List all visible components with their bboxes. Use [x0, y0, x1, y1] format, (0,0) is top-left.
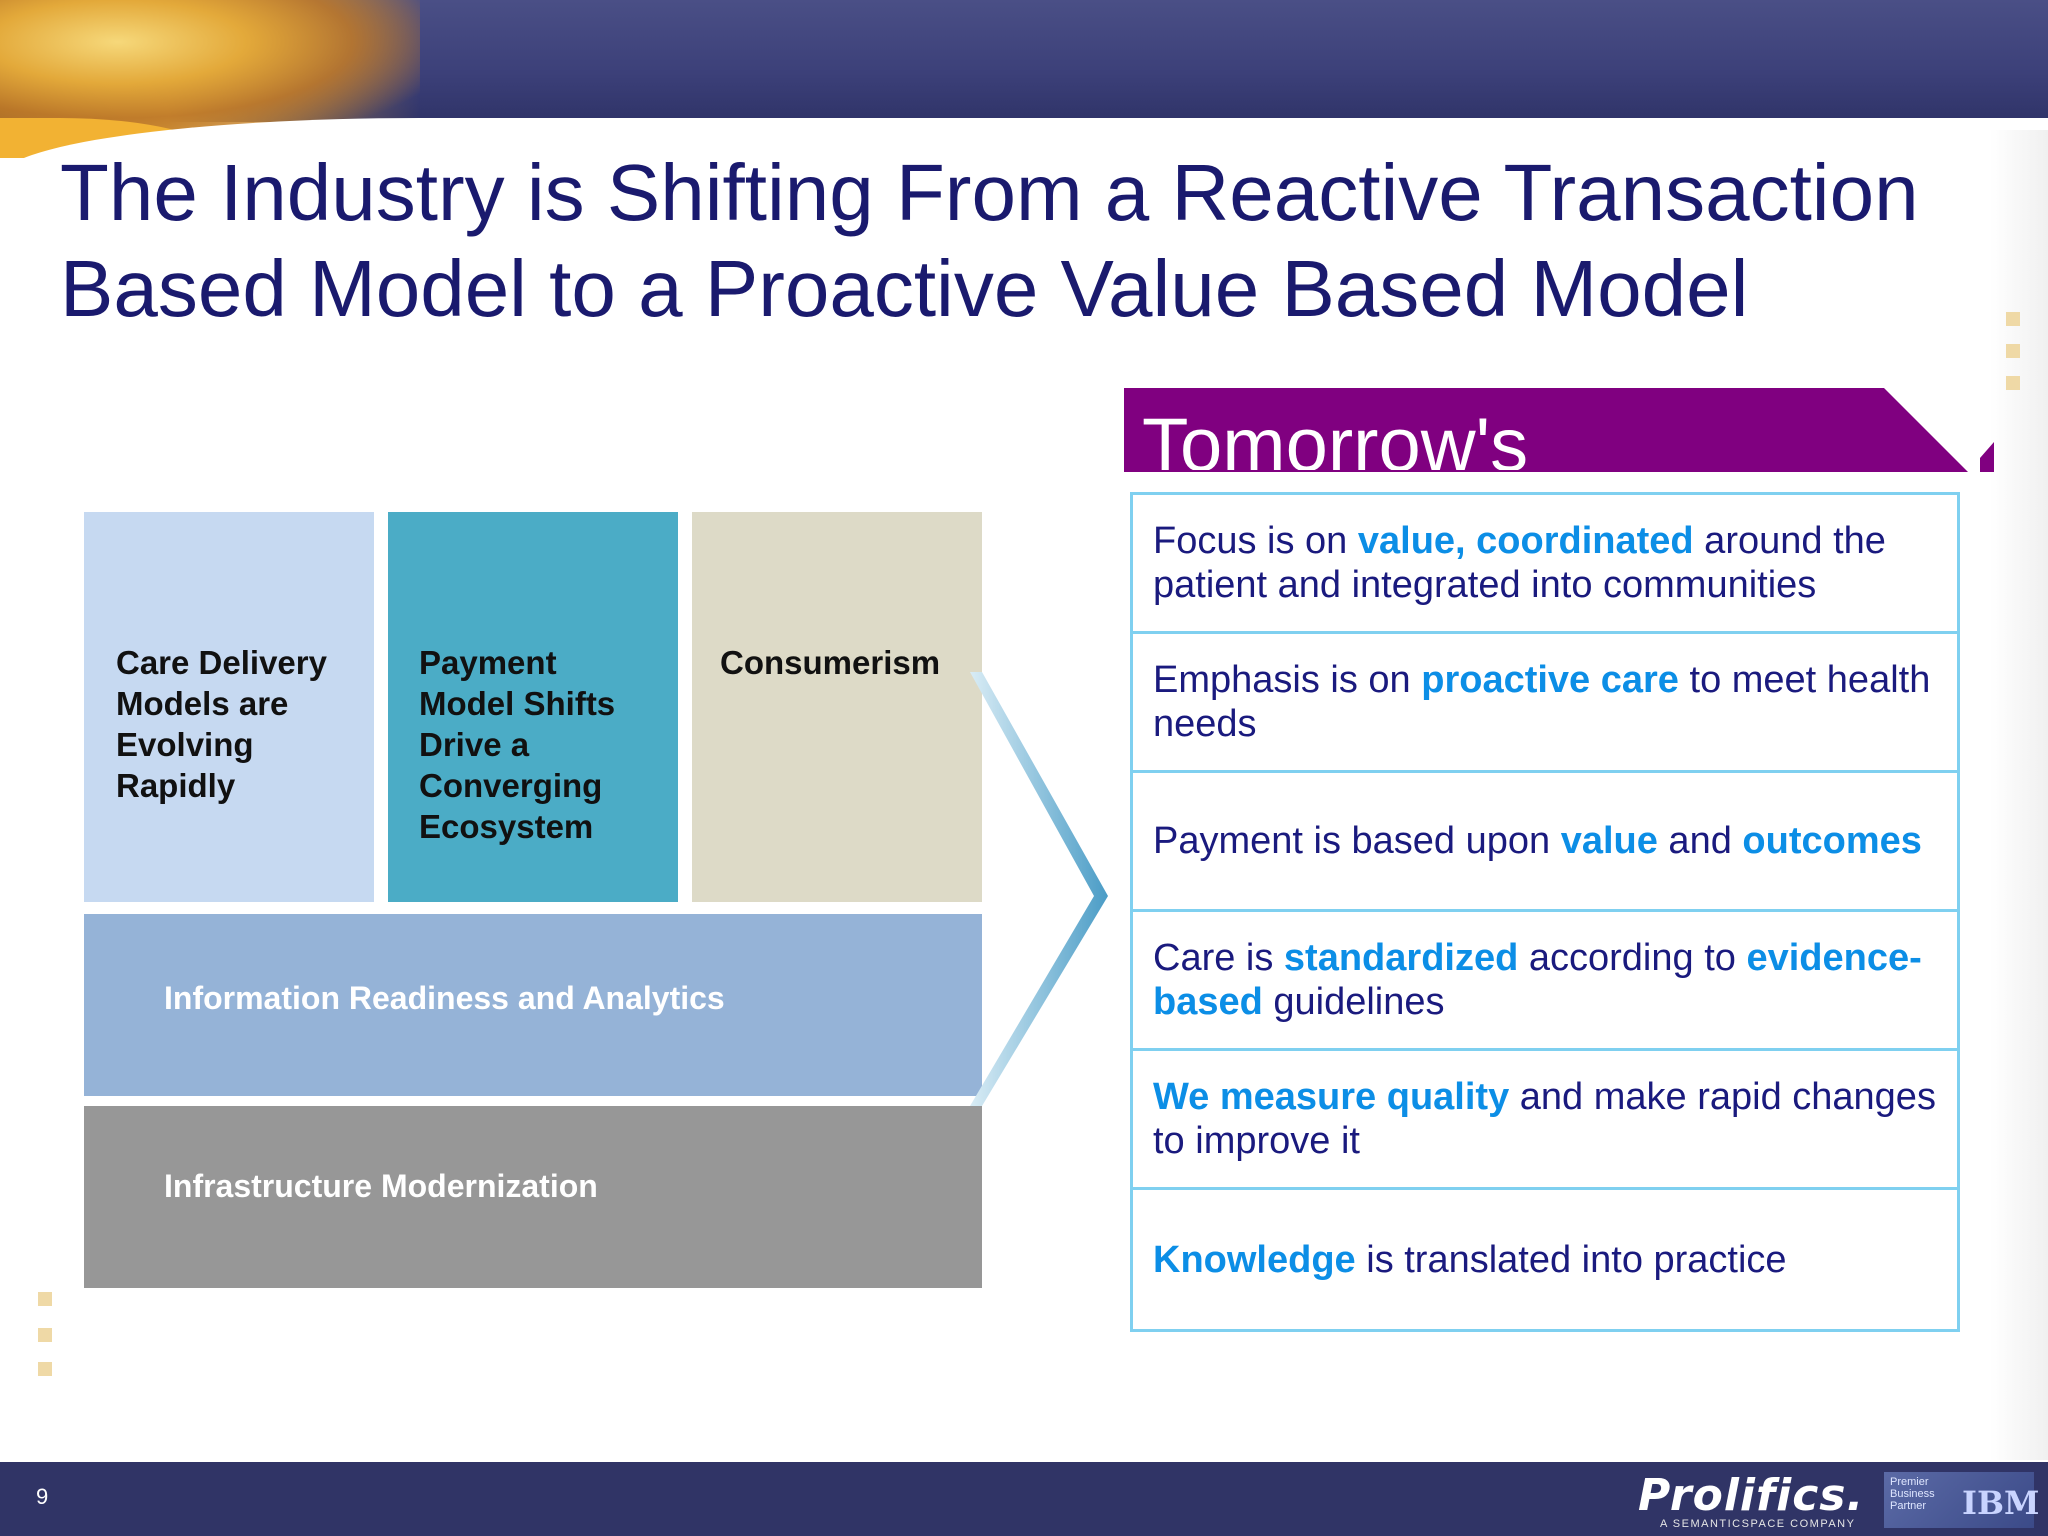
information-readiness-label: Information Readiness and Analytics	[164, 980, 725, 1016]
slide-title: The Industry is Shifting From a Reactive…	[60, 145, 1960, 337]
decorative-square	[38, 1292, 52, 1306]
row-text-segment: guidelines	[1262, 981, 1445, 1023]
consumerism-box: Consumerism	[692, 512, 982, 902]
row-text-segment: to meet health needs	[1153, 659, 1931, 745]
highlight-text: value	[1560, 820, 1658, 862]
prolifics-tagline: A SEMANTICSPACE COMPANY	[1660, 1518, 1856, 1530]
tomorrow-list: Focus is on value, coordinated around th…	[1130, 492, 1960, 1332]
tomorrow-row: We measure quality and make rapid change…	[1133, 1051, 1957, 1190]
highlight-text: We measure quality	[1153, 1076, 1510, 1118]
highlight-text: proactive care	[1421, 659, 1679, 701]
arrow-chevron-icon	[970, 672, 1108, 1106]
row-text-segment: and make rapid changes to improve it	[1153, 1076, 1936, 1162]
information-readiness-layer: Information Readiness and Analytics	[84, 914, 982, 1096]
tomorrow-heading: Tomorrow's	[1142, 403, 1529, 470]
row-text-segment: Emphasis is on	[1153, 659, 1422, 701]
title-line-1: The Industry is Shifting From a Reactive…	[60, 148, 1919, 237]
decorative-square	[2006, 312, 2020, 326]
row-text-segment: and	[1657, 820, 1743, 862]
tomorrow-row: Care is standardized according to eviden…	[1133, 912, 1957, 1051]
page-number: 9	[36, 1484, 49, 1509]
row-text-segment: around the patient and integrated into c…	[1153, 520, 1886, 606]
row-text-segment: Payment is based upon	[1153, 820, 1561, 862]
header-photo	[0, 0, 420, 158]
care-delivery-label: Care Delivery Models are Evolving Rapidl…	[116, 644, 327, 804]
payment-model-box: Payment Model Shifts Drive a Converging …	[388, 512, 678, 902]
ibm-partner-badge: Premier Business Partner IBM	[1884, 1472, 2039, 1528]
decorative-square	[38, 1362, 52, 1376]
highlight-text: evidence-based	[1153, 937, 1922, 1023]
prolifics-logo: Prolifics.	[1638, 1470, 1865, 1521]
tomorrow-row: Knowledge is translated into practice	[1133, 1190, 1957, 1329]
decorative-square	[2006, 376, 2020, 390]
tomorrow-banner	[1124, 388, 1994, 472]
row-text-segment: according to	[1518, 937, 1747, 979]
row-text-segment: Care is	[1153, 937, 1284, 979]
footer-band: 9 Prolifics. A SEMANTICSPACE COMPANY Pre…	[0, 1462, 2048, 1536]
care-delivery-box: Care Delivery Models are Evolving Rapidl…	[84, 512, 374, 902]
consumerism-label: Consumerism	[720, 644, 941, 681]
row-text-segment: Focus is on	[1153, 520, 1358, 562]
highlight-text: outcomes	[1742, 820, 1922, 862]
partner-text: Premier Business Partner	[1890, 1476, 1935, 1512]
payment-model-label: Payment Model Shifts Drive a Converging …	[419, 644, 616, 845]
infrastructure-layer: Infrastructure Modernization	[84, 1106, 982, 1288]
tomorrow-row: Emphasis is on proactive care to meet he…	[1133, 634, 1957, 773]
row-text-segment: is translated into practice	[1355, 1238, 1787, 1281]
ibm-logo: IBM	[1962, 1484, 2040, 1522]
tomorrow-row: Focus is on value, coordinated around th…	[1133, 495, 1957, 634]
tomorrow-row: Payment is based upon value and outcomes	[1133, 773, 1957, 912]
decorative-square	[2006, 344, 2020, 358]
highlight-text: standardized	[1283, 937, 1519, 979]
header-swoosh	[0, 118, 2048, 178]
infrastructure-label: Infrastructure Modernization	[164, 1168, 598, 1204]
highlight-text: value, coordinated	[1357, 520, 1694, 562]
highlight-text: Knowledge	[1153, 1238, 1356, 1281]
right-edge-shadow	[1990, 130, 2048, 1460]
decorative-square	[38, 1328, 52, 1342]
title-line-2: Based Model to a Proactive Value Based M…	[60, 244, 1749, 333]
